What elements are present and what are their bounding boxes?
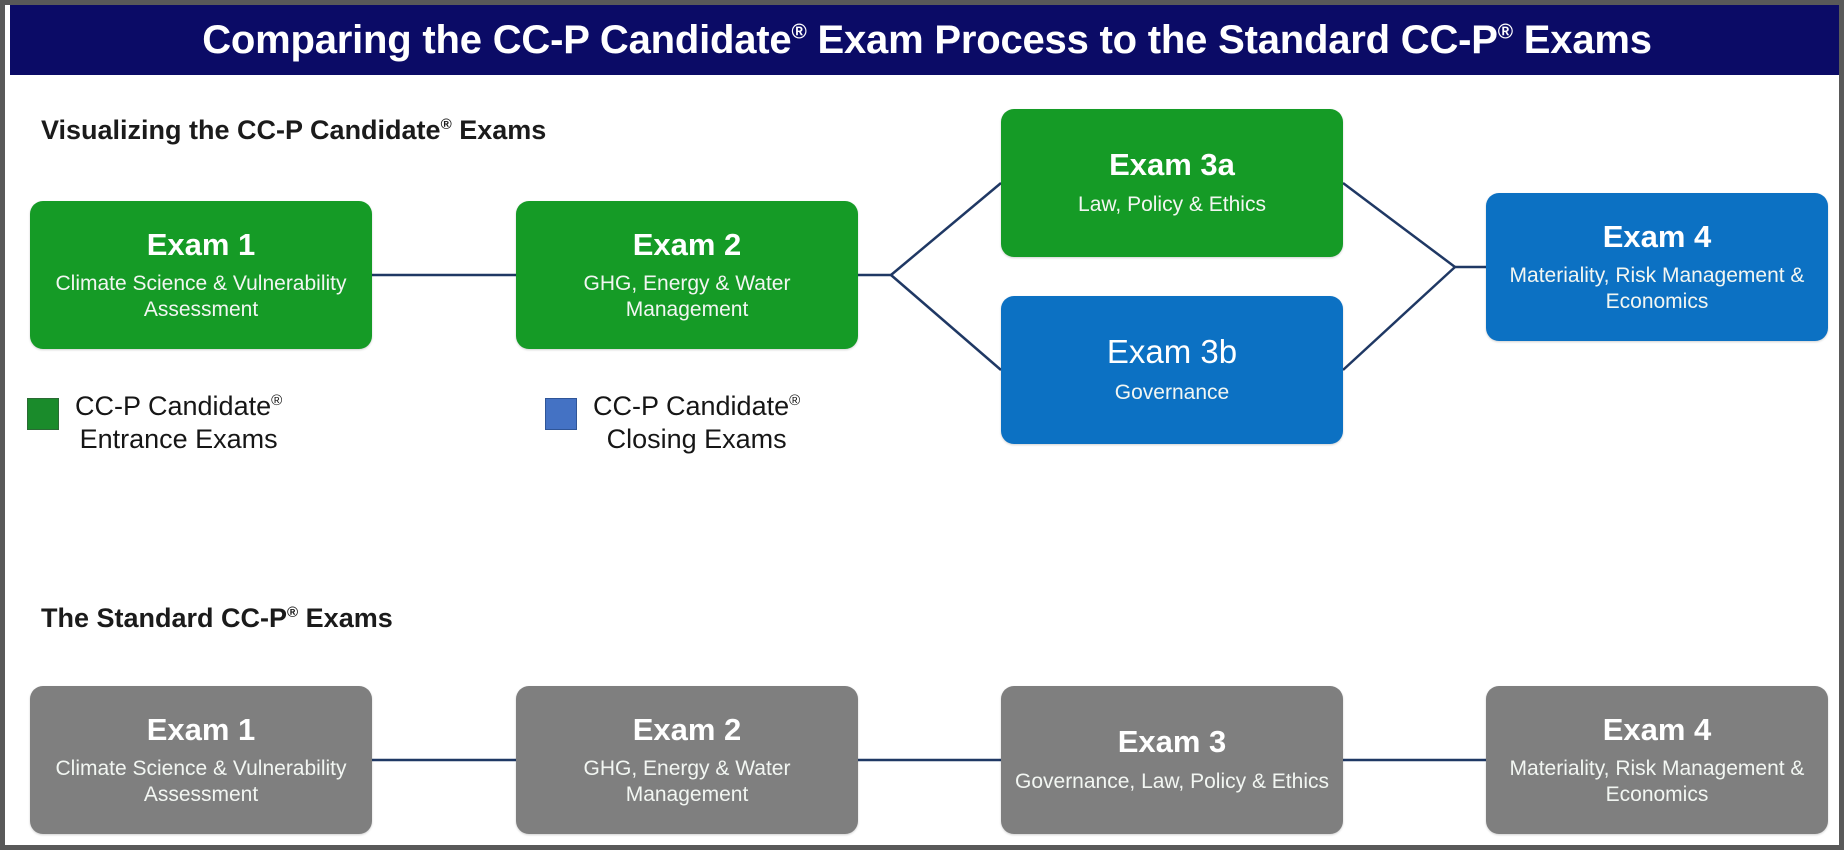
registered-mark-icon: ® (1497, 20, 1513, 44)
connector-exam3a-merge (1342, 182, 1456, 268)
registered-mark-icon: ® (287, 604, 299, 621)
exam-box-title: Exam 3b (1106, 333, 1238, 371)
exam-box-subtitle: Governance (1114, 381, 1230, 405)
page-title-part-2: Exam Process to the Standard CC-P (806, 17, 1498, 62)
registered-mark-icon: ® (271, 392, 283, 409)
exam-box-title: Exam 3 (1117, 724, 1227, 760)
exam-box-standard-4[interactable]: Exam 4 Materiality, Risk Management & Ec… (1486, 686, 1828, 834)
exam-box-title: Exam 2 (632, 226, 742, 262)
exam-box-subtitle: Law, Policy & Ethics (1078, 193, 1266, 217)
exam-box-exam3b[interactable]: Exam 3b Governance (1001, 296, 1343, 444)
exam-box-subtitle: Climate Science & Vulnerability Assessme… (55, 757, 347, 806)
connector-fork-exam3b (890, 274, 1002, 371)
exam-box-title: Exam 3a (1109, 147, 1235, 183)
exam-box-standard-1[interactable]: Exam 1 Climate Science & Vulnerability A… (30, 686, 372, 834)
legend-item-closing-exams: CC-P Candidate® Closing Exams (545, 390, 800, 456)
standard-heading-text: The Standard CC-P (41, 603, 288, 633)
exam-box-subtitle: Governance, Law, Policy & Ethics (1015, 770, 1329, 794)
exam-box-title: Exam 4 (1602, 711, 1712, 747)
connector-exam3b-merge (1342, 266, 1456, 371)
legend-label-entrance-suffix: Entrance Exams (79, 423, 278, 454)
exam-box-standard-2[interactable]: Exam 2 GHG, Energy & Water Management (516, 686, 858, 834)
exam-box-subtitle: Climate Science & Vulnerability Assessme… (55, 272, 347, 321)
legend-swatch-blue-icon (545, 398, 577, 430)
exam-box-subtitle: GHG, Energy & Water Management (583, 757, 791, 806)
registered-mark-icon: ® (789, 392, 801, 409)
legend-label-entrance-text: CC-P Candidate (75, 391, 272, 421)
exam-box-exam3a[interactable]: Exam 3a Law, Policy & Ethics (1001, 109, 1343, 257)
page-title-part-1: Comparing the CC-P Candidate (202, 17, 792, 62)
exam-box-title: Exam 2 (632, 711, 742, 747)
page-title: Comparing the CC-P Candidate® Exam Proce… (202, 18, 1652, 63)
legend-label-entrance: CC-P Candidate® Entrance Exams (75, 390, 282, 456)
legend-label-closing-text: CC-P Candidate (593, 391, 790, 421)
legend-label-closing-suffix: Closing Exams (606, 423, 787, 454)
legend-swatch-green-icon (27, 398, 59, 430)
exam-box-standard-3[interactable]: Exam 3 Governance, Law, Policy & Ethics (1001, 686, 1343, 834)
exam-box-exam1[interactable]: Exam 1 Climate Science & Vulnerability A… (30, 201, 372, 349)
standard-section-heading: The Standard CC-P® Exams (41, 603, 393, 634)
candidate-heading-text: Visualizing the CC-P Candidate (41, 115, 441, 145)
registered-mark-icon: ® (791, 20, 807, 44)
standard-heading-suffix: Exams (298, 603, 393, 633)
title-bar: Comparing the CC-P Candidate® Exam Proce… (10, 5, 1839, 75)
exam-box-exam2[interactable]: Exam 2 GHG, Energy & Water Management (516, 201, 858, 349)
connector-fork-exam3a (890, 182, 1002, 276)
exam-box-subtitle: Materiality, Risk Management & Economics (1509, 757, 1805, 806)
exam-box-exam4[interactable]: Exam 4 Materiality, Risk Management & Ec… (1486, 193, 1828, 341)
legend-item-entrance-exams: CC-P Candidate® Entrance Exams (27, 390, 282, 456)
exam-box-title: Exam 1 (146, 711, 256, 747)
exam-box-subtitle: GHG, Energy & Water Management (583, 272, 791, 321)
page-title-part-3: Exams (1512, 17, 1652, 62)
exam-box-subtitle: Materiality, Risk Management & Economics (1509, 264, 1805, 313)
legend-label-closing: CC-P Candidate® Closing Exams (593, 390, 800, 456)
registered-mark-icon: ® (440, 116, 452, 133)
exam-box-title: Exam 1 (146, 226, 256, 262)
exam-box-title: Exam 4 (1602, 218, 1712, 254)
candidate-section-heading: Visualizing the CC-P Candidate® Exams (41, 115, 546, 146)
candidate-heading-suffix: Exams (451, 115, 547, 145)
